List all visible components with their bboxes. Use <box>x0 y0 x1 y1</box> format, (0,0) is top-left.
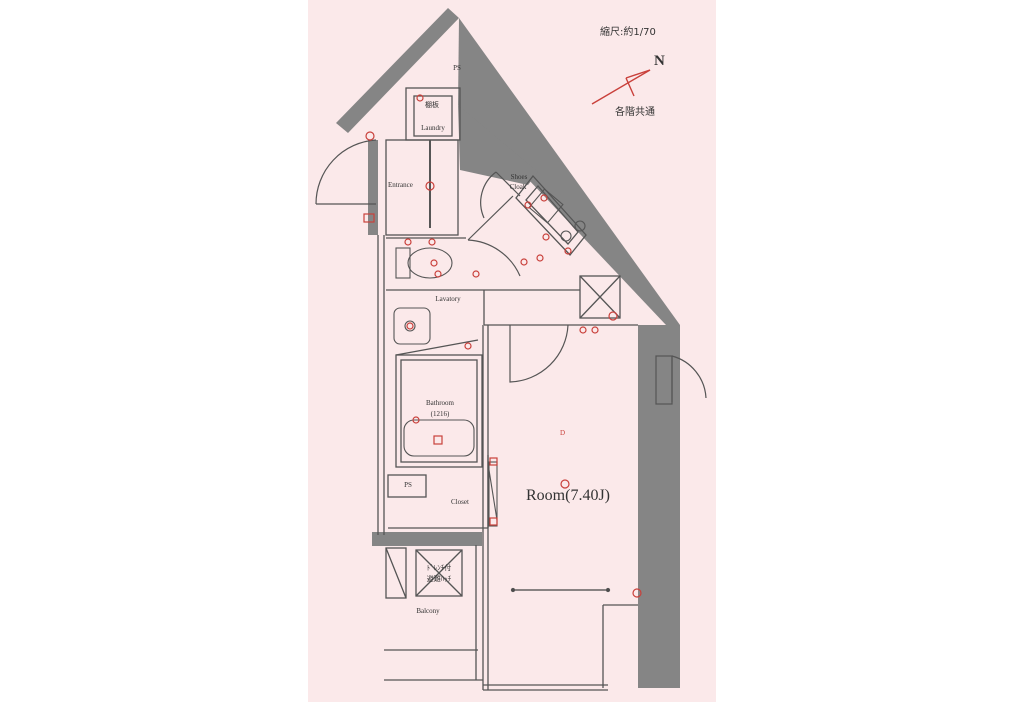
exterior-walls <box>336 8 680 688</box>
bathtub <box>403 419 475 457</box>
floorplan-drawing <box>315 8 707 691</box>
label-bath-size: (1216) <box>430 410 450 418</box>
label-hatch-1: ﾄﾞﾚﾝﾁ付 <box>426 564 452 572</box>
label-ps-top: PS <box>453 64 461 72</box>
wall-kitchen-block <box>458 105 538 185</box>
label-laundry: Laundry <box>421 124 445 132</box>
wall-right-column <box>638 325 680 688</box>
toilet-bowl <box>407 247 453 279</box>
label-closet: Closet <box>451 498 469 506</box>
stove-burner-2 <box>574 220 586 232</box>
room-door <box>509 324 569 383</box>
label-room-d: D <box>560 429 566 437</box>
north-label: N <box>654 53 665 69</box>
label-ps-mid: PS <box>404 481 412 489</box>
wall-right-diagonal <box>458 18 680 325</box>
label-shoes: Shoes <box>510 173 528 181</box>
wall-balcony-edge <box>372 532 482 546</box>
label-lavatory: Lavatory <box>435 295 461 303</box>
shoes-cloak-door <box>480 171 497 219</box>
kitchen-sink <box>528 188 564 224</box>
north-arrow <box>591 69 651 105</box>
room-lines <box>377 87 638 691</box>
doors <box>315 139 707 405</box>
electrical-symbols <box>363 94 642 598</box>
label-cloak: Cloak <box>509 183 527 191</box>
wall-top-left <box>336 8 459 133</box>
floorplan-panel: 縮尺:約1/70 N 各階共通 PS 棚板 Laundry Entrance S… <box>308 0 716 702</box>
label-room: Room(7.40J) <box>526 487 610 504</box>
wall-left-stub <box>368 140 378 235</box>
stove-burner <box>560 230 572 242</box>
window-door <box>671 355 707 399</box>
common-floor-note: 各階共通 <box>615 107 655 118</box>
label-entrance: Entrance <box>388 181 413 189</box>
fixtures <box>393 188 586 527</box>
wash-basin <box>393 307 431 345</box>
toilet-tank <box>395 247 411 279</box>
scale-label: 縮尺:約1/70 <box>600 27 656 38</box>
lavatory-door <box>467 239 521 277</box>
label-hatch-2: 避難ﾊｯﾁ <box>426 575 452 583</box>
label-shelf: 棚板 <box>425 101 439 109</box>
label-bathroom: Bathroom <box>426 399 454 407</box>
label-balcony: Balcony <box>416 607 440 615</box>
entrance-door <box>315 139 377 205</box>
